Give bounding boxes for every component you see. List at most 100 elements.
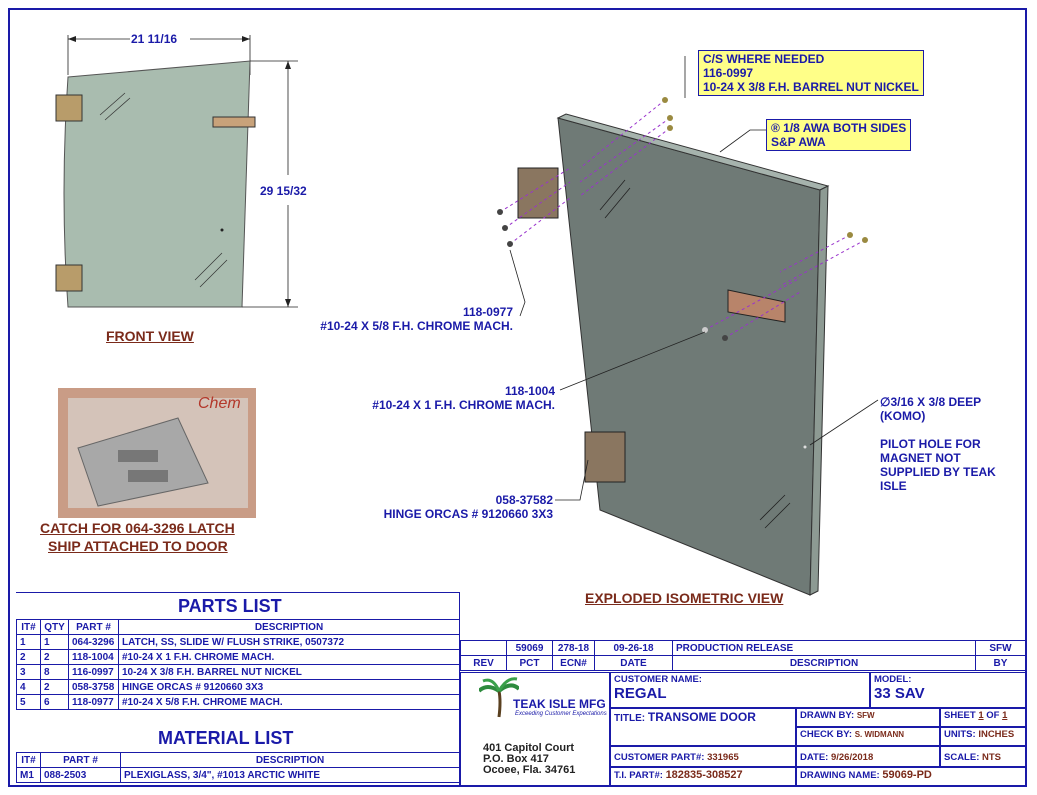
catch-photo: Chem (58, 388, 256, 518)
callout-line: S&P AWA (771, 135, 826, 149)
callout-line: 10-24 X 3/8 F.H. BARREL NUT NICKEL (703, 80, 919, 94)
parts-list-header: IT# QTY PART # DESCRIPTION (16, 619, 460, 635)
material-list-header: IT# PART # DESCRIPTION (16, 752, 460, 768)
customer-name-cell: CUSTOMER NAME: REGAL (610, 672, 870, 708)
company-address: 401 Capitol Court P.O. Box 417 Ocoee, Fl… (483, 743, 575, 776)
company-name: TEAK ISLE MFG (513, 697, 606, 711)
header-cell: IT# (16, 619, 41, 635)
cell: M1 (16, 767, 41, 783)
header-cell: BY (975, 655, 1026, 671)
cell: 09-26-18 (594, 640, 673, 656)
cell: 1 (16, 634, 41, 650)
palm-tree-logo (479, 677, 519, 718)
callout-line: SUPPLIED BY TEAK (880, 465, 996, 479)
cell: 2 (40, 679, 69, 695)
header-cell: PART # (40, 752, 121, 768)
cell: #10-24 X 1 F.H. CHROME MACH. (118, 649, 460, 665)
scale-label: SCALE: (944, 752, 980, 763)
callout-line: 058-37582 (495, 493, 553, 507)
front-view-caption: FRONT VIEW (106, 328, 194, 344)
cell: 8 (40, 664, 69, 680)
cell: SFW (975, 640, 1026, 656)
pilot-hole-note: ∅3/16 X 3/8 DEEP (KOMO) PILOT HOLE FOR M… (880, 395, 996, 493)
screw-1004-label: 118-1004 #10-24 X 1 F.H. CHROME MACH. (340, 384, 555, 412)
cell: 064-3296 (68, 634, 119, 650)
header-cell: DATE (594, 655, 673, 671)
callout-line: ISLE (880, 479, 907, 493)
cell: 058-3758 (68, 679, 119, 695)
barrel-nut-callout: C/S WHERE NEEDED 116-0997 10-24 X 3/8 F.… (698, 50, 924, 96)
cell: 3 (16, 664, 41, 680)
parts-list-title: PARTS LIST (178, 596, 282, 616)
cell: 4 (16, 679, 41, 695)
callout-line: ∅3/16 X 3/8 DEEP (880, 395, 982, 409)
cell: LATCH, SS, SLIDE W/ FLUSH STRIKE, 050737… (118, 634, 460, 650)
of-label: OF (986, 710, 1000, 721)
cell: 2 (16, 649, 41, 665)
drawing-name-label: DRAWING NAME: (800, 770, 880, 781)
units-value: INCHES (978, 729, 1015, 740)
address-line: Ocoee, Fla. 34761 (483, 764, 576, 776)
address-line: 401 Capitol Court (483, 742, 575, 754)
exploded-isometric-drawing (497, 56, 879, 596)
cell: 6 (40, 694, 69, 710)
customer-part-label: CUSTOMER PART#: (614, 752, 705, 763)
units-label: UNITS: (944, 729, 976, 740)
header-cell: ECN# (552, 655, 595, 671)
customer-name: REGAL (614, 685, 667, 702)
check-by-value: S. WIDMANN (854, 730, 905, 739)
cell: 278-18 (552, 640, 595, 656)
header-cell: DESCRIPTION (118, 619, 460, 635)
ti-part-label: T.I. PART#: (614, 770, 663, 781)
date-value: 9/26/2018 (830, 752, 874, 763)
scale-cell: SCALE: NTS (940, 746, 1026, 767)
header-cell: DESCRIPTION (672, 655, 976, 671)
header-cell: PART # (68, 619, 119, 635)
cell: 118-1004 (68, 649, 119, 665)
drawn-by-value: SFW (856, 711, 875, 720)
check-by-label: CHECK BY: (800, 729, 853, 740)
callout-line: 118-0977 (462, 305, 513, 319)
cell: 59069 (506, 640, 553, 656)
date-cell: DATE: 9/26/2018 (796, 746, 940, 767)
sheet-value: 1 (978, 710, 984, 721)
callout-line: 118-1004 (504, 384, 555, 398)
header-cell: IT# (16, 752, 41, 768)
callout-line: #10-24 X 1 F.H. CHROME MACH. (372, 398, 555, 412)
sheet-cell: SHEET 1 OF 1 (940, 708, 1026, 727)
title-cell: TITLE: TRANSOME DOOR (610, 708, 796, 746)
ti-part-value: 182835-308527 (665, 769, 743, 781)
date-label: DATE: (800, 752, 829, 763)
cell (460, 640, 507, 656)
cell: PRODUCTION RELEASE (672, 640, 976, 656)
title-label: TITLE: (614, 713, 646, 724)
company-block: TEAK ISLE MFG Exceeding Customer Expecta… (460, 672, 610, 786)
callout-line: ® 1/8 AWA BOTH SIDES (771, 121, 907, 135)
revision-header: REV PCT ECN# DATE DESCRIPTION BY (460, 655, 1026, 671)
callout-line: HINGE ORCAS # 9120660 3X3 (383, 507, 553, 521)
address-line: P.O. Box 417 (483, 753, 549, 765)
revision-row: 59069 278-18 09-26-18 PRODUCTION RELEASE… (460, 640, 1026, 656)
ti-part-cell: T.I. PART#: 182835-308527 (610, 767, 796, 786)
front-view-drawing (55, 35, 298, 308)
screw-0977-label: 118-0977 #10-24 X 5/8 F.H. CHROME MACH. (303, 305, 513, 333)
svg-text:Chem: Chem (198, 395, 241, 412)
callout-line: MAGNET NOT (880, 451, 961, 465)
customer-name-label: CUSTOMER NAME: (614, 674, 702, 685)
cell: #10-24 X 5/8 F.H. CHROME MACH. (118, 694, 460, 710)
model-label: MODEL: (874, 674, 912, 685)
scale-value: NTS (982, 752, 1002, 763)
callout-line: PILOT HOLE FOR (880, 437, 981, 451)
cell: 088-2503 (40, 767, 121, 783)
width-dimension: 21 11/16 (131, 32, 178, 46)
hinge-label: 058-37582 HINGE ORCAS # 9120660 3X3 (350, 493, 553, 521)
awa-callout: ® 1/8 AWA BOTH SIDES S&P AWA (766, 119, 912, 151)
height-dimension: 29 15/32 (260, 184, 307, 198)
material-list-title: MATERIAL LIST (158, 728, 294, 748)
callout-line: #10-24 X 5/8 F.H. CHROME MACH. (320, 319, 513, 333)
